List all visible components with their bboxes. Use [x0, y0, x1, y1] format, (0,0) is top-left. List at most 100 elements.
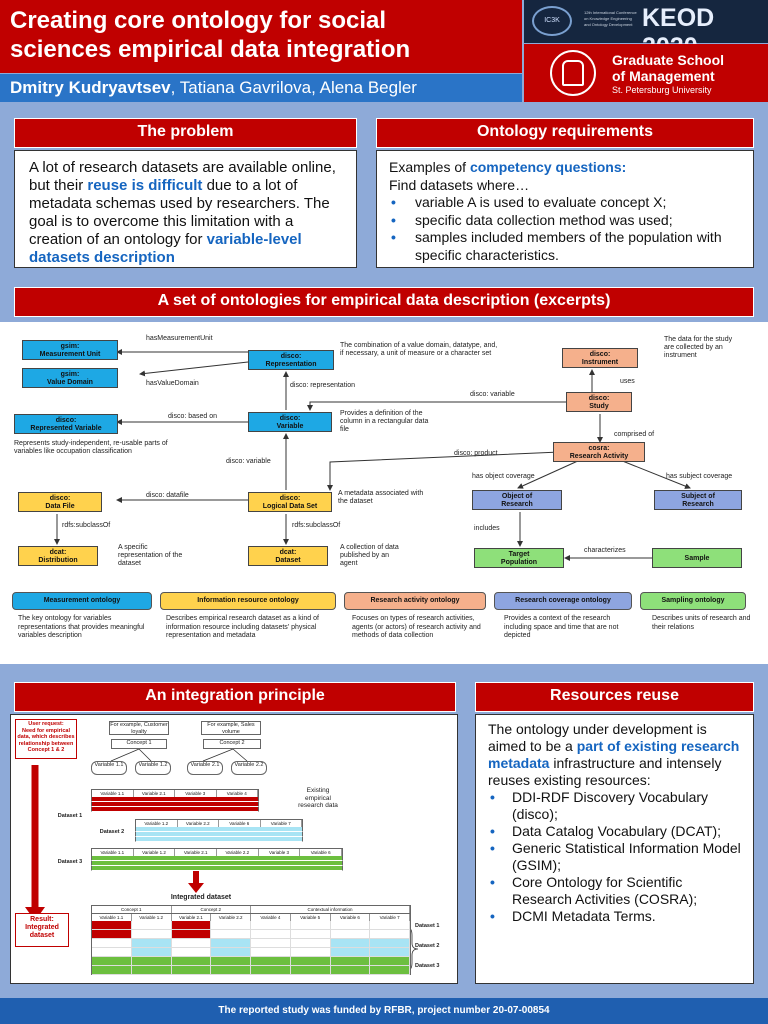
node-object-of-research: Object of Research [472, 490, 562, 510]
node-measurement-unit: gsim: Measurement Unit [22, 340, 118, 360]
table-header-cell: Variable 6 [300, 849, 343, 856]
poster-title-line2: sciences empirical data integration [10, 36, 411, 63]
variable-bubble: Variable 1.2 [135, 761, 171, 775]
node-represented-variable: disco: Represented Variable [14, 414, 118, 434]
requirements-lead: Find datasets where… [389, 176, 530, 193]
problem-heading: The problem [14, 118, 357, 148]
conference-banner: IC3K 12th International Conference on Kn… [524, 0, 768, 61]
integration-diagram: User request: Need for empirical data, w… [10, 714, 458, 984]
conference-description: 12th International Conference on Knowled… [584, 10, 637, 27]
existing-data-label: Existing empirical research data [298, 787, 338, 809]
node-subject-of-research: Subject of Research [654, 490, 742, 510]
node-instrument: disco: Instrument [562, 348, 638, 368]
node-data-file: disco: Data File [18, 492, 102, 512]
node-value-domain: gsim: Value Domain [22, 368, 118, 388]
requirements-text: Examples of competency questions: Find d… [376, 150, 754, 268]
edge-label-disco-based-on: disco: based on [168, 413, 218, 420]
list-item: specific data collection method was used… [389, 212, 741, 230]
edge-label-has-subject-coverage: has subject coverage [666, 473, 733, 480]
integration-heading: An integration principle [14, 682, 456, 712]
poster-title-bar: Creating core ontology for social scienc… [0, 0, 522, 73]
list-item: samples included members of the populati… [389, 229, 741, 264]
table-row [91, 966, 411, 975]
problem-text: A lot of research datasets are available… [14, 150, 357, 268]
problem-highlight-variable: variable-level datasets description [29, 231, 302, 266]
table-header-cell: Variable 1.2 [136, 820, 178, 827]
node-logical-data-set: disco: Logical Data Set [248, 492, 332, 512]
list-item: Core Ontology for Scientific Research Ac… [488, 874, 741, 908]
concept2-box: Concept 2 [203, 739, 261, 749]
other-authors: , Tatiana Gavrilova, Alena Begler [170, 78, 417, 97]
table-header-cell: Variable 1.1 [92, 849, 134, 856]
node-study: disco: Study [566, 392, 632, 412]
table-row [91, 930, 411, 939]
table-row [135, 832, 303, 837]
variable-bubble: Variable 1.1 [91, 761, 127, 775]
table-header-cell: Variable 7 [261, 820, 302, 827]
table-header-cell: Variable 6 [219, 820, 261, 827]
table-row [91, 856, 343, 861]
table-row [91, 861, 343, 866]
ic3k-logo: IC3K [532, 6, 572, 36]
table-row [91, 948, 411, 957]
user-request-box: User request: Need for empirical data, w… [15, 719, 77, 759]
requirements-heading: Ontology requirements [376, 118, 754, 148]
table-header-cell: Variable 1.2 [134, 849, 176, 856]
table-header-cell: Variable 4 [217, 790, 258, 797]
edge-label-rdfs-subclassof: rdfs:subclassOf [62, 522, 111, 529]
edge-label-has-value-domain: hasValueDomain [146, 380, 199, 387]
table-row [91, 802, 259, 807]
edge-label-disco-datafile: disco: datafile [146, 492, 189, 499]
note-variable: Provides a definition of the column in a… [340, 410, 429, 433]
edge-label-disco-product: disco: product [454, 450, 498, 457]
list-item: DDI-RDF Discovery Vocabulary (disco); [488, 789, 741, 823]
node-sample: Sample [652, 548, 742, 568]
note-instrument: The data for the study are collected by … [664, 336, 733, 359]
ontology-diagram: gsim: Measurement Unit gsim: Value Domai… [0, 322, 768, 664]
legend-desc-measurement: The key ontology for variables represent… [18, 615, 145, 639]
concept2-example: For example, Sales volume [201, 721, 261, 735]
table-row [91, 921, 411, 930]
table-header-cell: Variable 1.1 [92, 790, 134, 797]
legend-research-coverage-ontology: Research coverage ontology [494, 592, 632, 610]
first-author: Dmitry Kudryavtsev [10, 78, 171, 97]
table-header-cell: Variable 2.1 [175, 849, 218, 856]
diagram-connectors [54, 349, 691, 561]
integrated-dataset-title: Integrated dataset [170, 894, 232, 901]
funding-footer: The reported study was funded by RFBR, p… [0, 998, 768, 1024]
table-header-cell: Variable 1.2 [132, 914, 172, 921]
edge-label-has-measurement-unit: hasMeasurementUnit [146, 335, 213, 342]
node-dataset: dcat: Dataset [248, 546, 328, 566]
node-research-activity: cosra: Research Activity [553, 442, 645, 462]
legend-desc-research-activity: Focuses on types of research activities,… [352, 615, 481, 639]
resources-highlight: part of existing research metadata [488, 738, 740, 771]
table-row [91, 866, 343, 871]
note-representation: The combination of a value domain, datat… [340, 342, 498, 357]
group-header-cell: Contextual information [251, 906, 410, 913]
university-name: St. Petersburg University [612, 85, 712, 95]
legend-desc-sampling: Describes units of research and their re… [652, 615, 751, 631]
legend-sampling-ontology: Sampling ontology [640, 592, 746, 610]
table-header-cell: Variable 2.2 [217, 849, 259, 856]
edge-label-uses: uses [620, 378, 635, 385]
note-logical-data-set: A metadata associated with the dataset [338, 490, 424, 505]
dataset1-label: Dataset 1 [57, 813, 83, 819]
edge-label-includes: includes [474, 525, 500, 532]
legend-information-resource-ontology: Information resource ontology [160, 592, 336, 610]
edge-label-disco-variable: disco: variable [226, 458, 271, 465]
table-row [91, 957, 411, 966]
result-dataset1-label: Dataset 1 [415, 923, 440, 929]
edge-label-characterizes: characterizes [584, 547, 626, 554]
result-dataset3-label: Dataset 3 [415, 963, 440, 969]
table-header-cell: Variable 2.1 [172, 914, 212, 921]
table-header-cell: Variable 3 [259, 849, 301, 856]
legend-desc-information-resource: Describes empirical research dataset as … [166, 615, 319, 639]
edge-label-rdfs-subclassof: rdfs:subclassOf [292, 522, 341, 529]
edge-label-comprised-of: comprised of [614, 431, 655, 438]
node-target-population: Target Population [474, 548, 564, 568]
university-seal-icon [550, 50, 596, 96]
